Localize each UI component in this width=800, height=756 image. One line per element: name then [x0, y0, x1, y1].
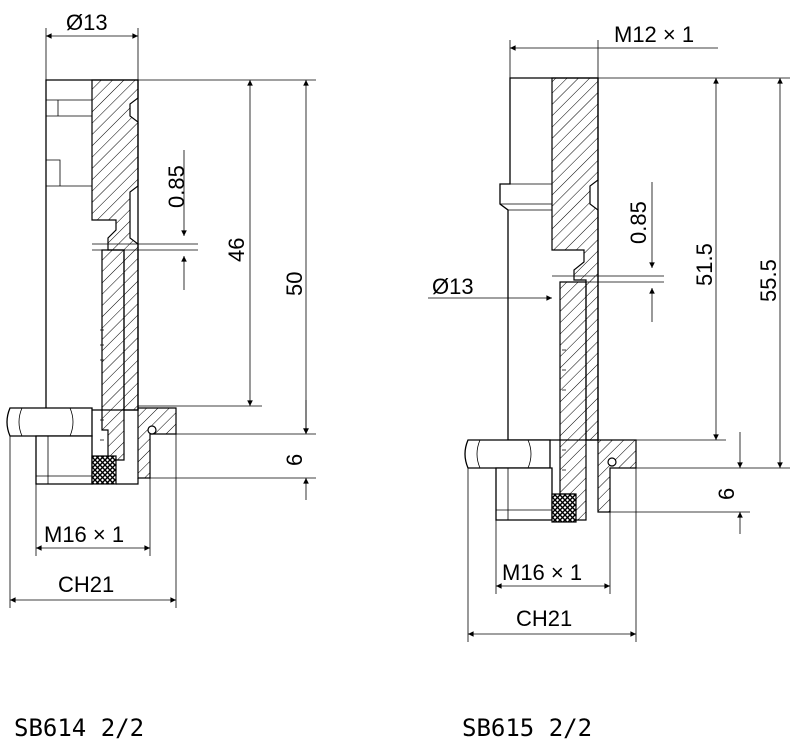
- left-grooves: [46, 99, 92, 187]
- left-inner-sleeve: [101, 249, 125, 461]
- right-dim-top-thread: M12 × 1: [614, 22, 694, 47]
- right-flange: [597, 439, 637, 513]
- right-drawing-sb615: M12 × 1 0.85 Ø13 51.5 55.5 6 M16 × 1: [428, 22, 790, 742]
- right-dim-diameter: Ø13: [432, 274, 474, 299]
- left-oring: [147, 425, 157, 435]
- right-dim-6: 6: [714, 488, 739, 500]
- left-flange: [137, 407, 177, 479]
- right-dim-515: 51.5: [692, 243, 717, 286]
- right-caption: SB615 2/2: [462, 714, 592, 742]
- left-dim-thread: M16 × 1: [44, 522, 124, 547]
- left-dim-46: 46: [224, 238, 249, 262]
- left-dim-6: 6: [282, 454, 307, 466]
- right-inner-sleeve: [559, 281, 587, 521]
- right-dim-thread: M16 × 1: [502, 560, 582, 585]
- left-hex-nut: [6, 407, 93, 437]
- left-threaded-body: [35, 435, 93, 485]
- left-dim-top-diameter: Ø13: [66, 10, 108, 35]
- right-packing: [551, 493, 577, 523]
- left-drawing-sb614: Ø13 0.85 46 50 6 M16 × 1 CH21 SB614 2/2: [6, 10, 316, 742]
- right-dim-085: 0.85: [626, 201, 651, 244]
- left-packing: [91, 455, 117, 485]
- right-oring: [607, 457, 617, 467]
- left-dim-hex: CH21: [58, 572, 114, 597]
- left-dim-50: 50: [282, 272, 307, 296]
- left-dim-085: 0.85: [164, 165, 189, 208]
- right-threaded-body: [495, 467, 553, 521]
- right-hex-nut: [464, 439, 551, 469]
- right-dim-hex: CH21: [516, 606, 572, 631]
- right-dim-555: 55.5: [756, 259, 781, 302]
- left-caption: SB614 2/2: [14, 714, 144, 742]
